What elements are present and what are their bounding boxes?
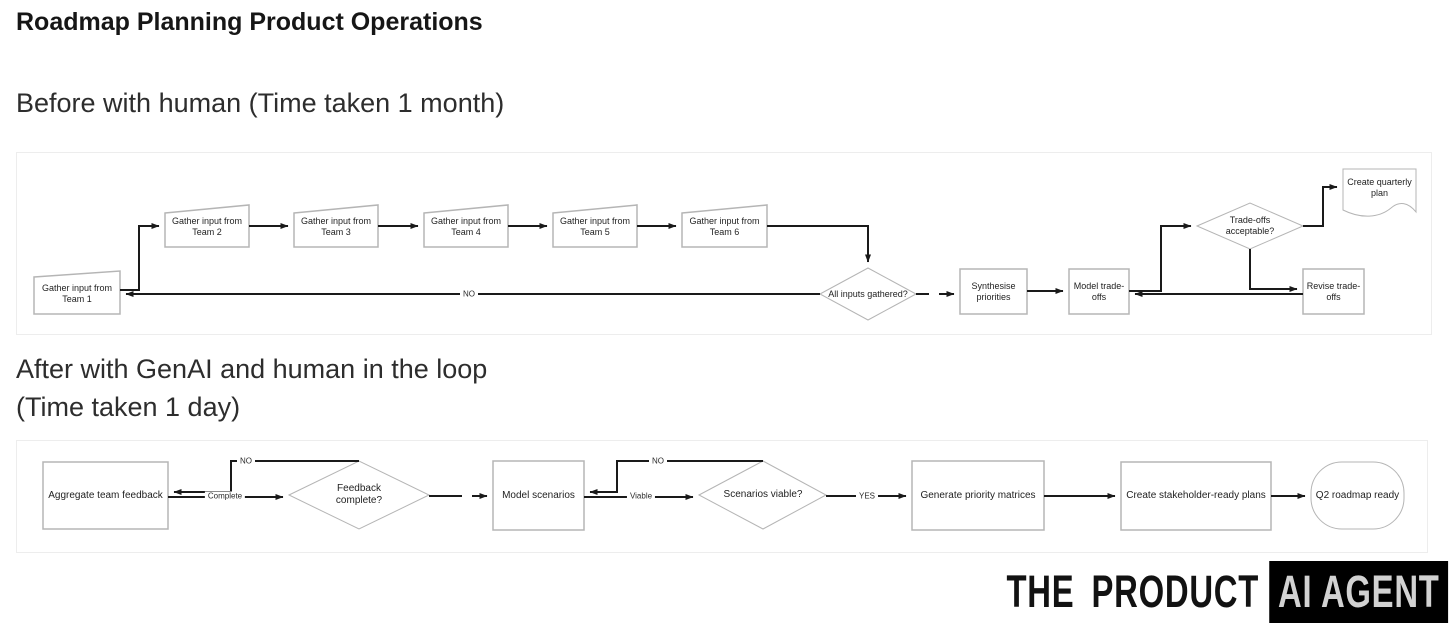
edge-team6-allinputs (767, 225, 871, 263)
section-heading-after-line2: (Time taken 1 day) (16, 392, 241, 422)
edge-label-no-loop: NO (460, 289, 478, 299)
node-team5-shape (552, 204, 638, 248)
edge-label-viable: Viable (626, 491, 656, 501)
node-model-scenarios-shape (492, 460, 585, 531)
node-team3-shape (293, 204, 379, 248)
brand-logo-badge: AI AGENT (1268, 561, 1448, 623)
brand-logo-text: THE PRODUCT (1006, 566, 1259, 617)
node-team6-shape (681, 204, 768, 248)
node-tradeoffs-ok-shape (1195, 202, 1305, 250)
node-revise-shape (1302, 268, 1365, 315)
edge-no2-return (589, 460, 763, 495)
node-model-tradeoffs-shape (1068, 268, 1130, 315)
edge-tradeoffsok-revise (1249, 249, 1298, 292)
section-heading-after: After with GenAI and human in the loop (… (16, 350, 487, 426)
edge-model-tradeoffsok (1129, 223, 1192, 292)
node-team2-shape (164, 204, 250, 248)
node-feedback-complete-shape (287, 460, 431, 530)
edge-no1-return (173, 460, 359, 495)
node-team1-shape (33, 270, 121, 315)
node-scenarios-viable-shape (697, 460, 828, 530)
edge-label-yes: YES (855, 491, 879, 501)
node-synthesise-shape (959, 268, 1028, 315)
section-heading-before: Before with human (Time taken 1 month) (16, 88, 505, 118)
flowchart-before-svg (33, 168, 1417, 321)
brand-logo: THE PRODUCT AI AGENT (1006, 561, 1448, 623)
flowchart-before-canvas: Gather input from Team 1 Gather input fr… (16, 152, 1432, 335)
edge-label-complete: Complete (204, 491, 246, 501)
edge-label-no1: NO (237, 456, 255, 466)
node-stakeholder-plans-shape (1120, 461, 1272, 531)
node-aggregate-shape (42, 461, 169, 530)
edge-tradeoffsok-plan (1303, 184, 1338, 227)
page-title: Roadmap Planning Product Operations (16, 8, 483, 36)
flowchart-after-svg (42, 460, 1405, 531)
flowchart-after-canvas: Aggregate team feedback Feedback complet… (16, 440, 1428, 553)
section-heading-after-line1: After with GenAI and human in the loop (16, 354, 488, 384)
node-roadmap-ready-shape (1310, 461, 1405, 530)
node-team4-shape (423, 204, 509, 248)
node-generate-matrices-shape (911, 460, 1045, 531)
node-quarterly-plan-shape (1342, 168, 1417, 217)
edge-team1-team2 (120, 223, 160, 291)
node-all-inputs-shape (818, 267, 918, 321)
edge-label-no2: NO (649, 456, 667, 466)
